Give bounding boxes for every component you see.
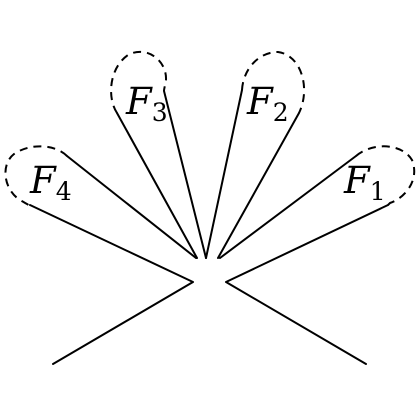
lower-left-leg (29, 204, 194, 365)
petal-f2-dashed-loop (241, 50, 306, 114)
label-f3-letter: F (126, 80, 152, 123)
petal-f3-right-line (163, 90, 207, 259)
petal-f1-upper-line (219, 155, 357, 259)
label-f1-subscript: 1 (369, 177, 386, 206)
petal-f1-dashed-loop (355, 145, 416, 206)
label-f2: F2 (247, 80, 289, 125)
petal-f3-dashed-loop (110, 50, 168, 114)
label-f3-subscript: 3 (151, 98, 168, 127)
petal-f3-left-line (116, 112, 198, 259)
label-f4-letter: F (30, 159, 56, 202)
label-f4: F4 (30, 159, 72, 204)
label-f2-subscript: 2 (272, 98, 289, 127)
label-f1-letter: F (344, 159, 370, 202)
label-f1: F1 (344, 159, 386, 204)
petal-f2-right-line (217, 112, 300, 259)
lower-right-leg (225, 204, 389, 365)
label-f3: F3 (126, 80, 168, 125)
petal-f4-dashed-loop (4, 145, 68, 207)
label-f4-subscript: 4 (55, 177, 72, 206)
label-f2-letter: F (247, 80, 273, 123)
petal-f4-upper-line (66, 155, 197, 259)
petal-f2-left-line (205, 89, 243, 259)
